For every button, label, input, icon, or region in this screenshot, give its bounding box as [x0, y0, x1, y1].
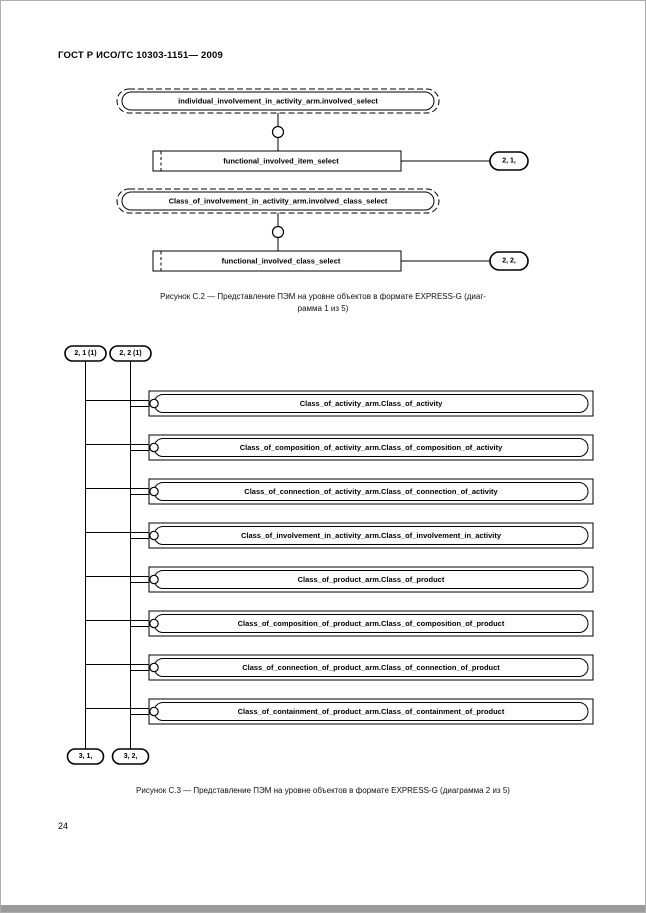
- fig2-select-box-2: Class_of_involvement_in_activity_arm.inv…: [116, 188, 440, 214]
- fig2-page-ref-2: 2, 2,: [489, 251, 529, 271]
- fig3-entity-box-4: Class_of_involvement_in_activity_arm.Cla…: [85, 522, 594, 549]
- figure-c3-diagram: 2, 1 (1) 2, 2 (1) Class_of_activity_arm.…: [64, 345, 594, 765]
- page-ref-oval: [111, 748, 150, 765]
- page-bottom-edge: [1, 905, 645, 912]
- page-ref-oval: [109, 345, 152, 362]
- junction-circle-icon: [149, 706, 159, 717]
- entity-label: Class_of_activity_arm.Class_of_activity: [300, 399, 443, 408]
- fig2-type-box-1: functional_involved_item_select: [152, 150, 402, 172]
- entity-label: Class_of_connection_of_product_arm.Class…: [242, 663, 500, 672]
- fig3-page-ref-bottom-1: 3, 1,: [66, 748, 105, 765]
- select-label: Class_of_involvement_in_activity_arm.inv…: [169, 197, 388, 206]
- page-ref-label: 2, 2,: [502, 258, 516, 265]
- figure-c2-caption: Рисунок С.2 — Представление ПЭМ на уровн…: [1, 291, 645, 315]
- page-ref-label: 2, 1 (1): [74, 350, 96, 357]
- fig2-type-box-2: functional_involved_class_select: [152, 250, 402, 272]
- select-stadium: [121, 91, 435, 111]
- page-ref-label: 3, 1,: [79, 753, 93, 760]
- junction-circle-icon: [149, 618, 159, 629]
- type-label: functional_involved_class_select: [222, 257, 341, 266]
- fig3-page-ref-top-2: 2, 2 (1): [109, 345, 152, 362]
- entity-label: Class_of_containment_of_product_arm.Clas…: [238, 707, 505, 716]
- entity-label: Class_of_composition_of_activity_arm.Cla…: [240, 443, 503, 452]
- page-ref-oval: [489, 151, 529, 171]
- junction-circle-icon: [149, 486, 159, 497]
- entity-label: Class_of_product_arm.Class_of_product: [298, 575, 445, 584]
- figure-c3-caption: Рисунок С.3 — Представление ПЭМ на уровн…: [136, 786, 510, 795]
- figure-c2-diagram: individual_involvement_in_activity_arm.i…: [116, 88, 529, 272]
- page-ref-label: 2, 1,: [502, 158, 516, 165]
- page-ref-oval: [66, 748, 105, 765]
- fig3-entity-box-3: Class_of_connection_of_activity_arm.Clas…: [85, 478, 594, 505]
- fig3-entity-box-7: Class_of_connection_of_product_arm.Class…: [85, 654, 594, 681]
- relation-circle-icon: [271, 125, 285, 139]
- fig2-select-box-1: individual_involvement_in_activity_arm.i…: [116, 88, 440, 114]
- entity-label: Class_of_composition_of_product_arm.Clas…: [238, 619, 505, 628]
- select-label: individual_involvement_in_activity_arm.i…: [178, 97, 378, 106]
- document-header: ГОСТ Р ИСО/ТС 10303-1151— 2009: [58, 50, 223, 61]
- fig3-entity-box-1: Class_of_activity_arm.Class_of_activity: [85, 390, 594, 417]
- junction-circle-icon: [149, 398, 159, 409]
- fig3-entity-box-6: Class_of_composition_of_product_arm.Clas…: [85, 610, 594, 637]
- page-ref-oval: [64, 345, 107, 362]
- page-ref-label: 2, 2 (1): [119, 350, 141, 357]
- junction-circle-icon: [149, 442, 159, 453]
- caption-line-2: рамма 1 из 5): [297, 304, 349, 313]
- junction-circle-icon: [149, 662, 159, 673]
- entity-label: Class_of_involvement_in_activity_arm.Cla…: [241, 531, 502, 540]
- fig3-entity-box-5: Class_of_product_arm.Class_of_product: [85, 566, 594, 593]
- junction-circle-icon: [149, 574, 159, 585]
- fig3-entity-box-8: Class_of_containment_of_product_arm.Clas…: [85, 698, 594, 725]
- fig2-page-ref-1: 2, 1,: [489, 151, 529, 171]
- page-number: 24: [58, 821, 69, 831]
- page-ref-oval: [489, 251, 529, 271]
- fig3-page-ref-bottom-2: 3, 2,: [111, 748, 150, 765]
- junction-circle-icon: [149, 530, 159, 541]
- caption-line-1: Рисунок С.2 — Представление ПЭМ на уровн…: [160, 292, 486, 301]
- select-stadium: [121, 191, 435, 211]
- page-ref-label: 3, 2,: [124, 753, 138, 760]
- entity-label: Class_of_connection_of_activity_arm.Clas…: [244, 487, 498, 496]
- fig3-page-ref-top-1: 2, 1 (1): [64, 345, 107, 362]
- type-label: functional_involved_item_select: [223, 157, 339, 166]
- relation-circle-icon: [271, 225, 285, 239]
- fig3-entity-box-2: Class_of_composition_of_activity_arm.Cla…: [85, 434, 594, 461]
